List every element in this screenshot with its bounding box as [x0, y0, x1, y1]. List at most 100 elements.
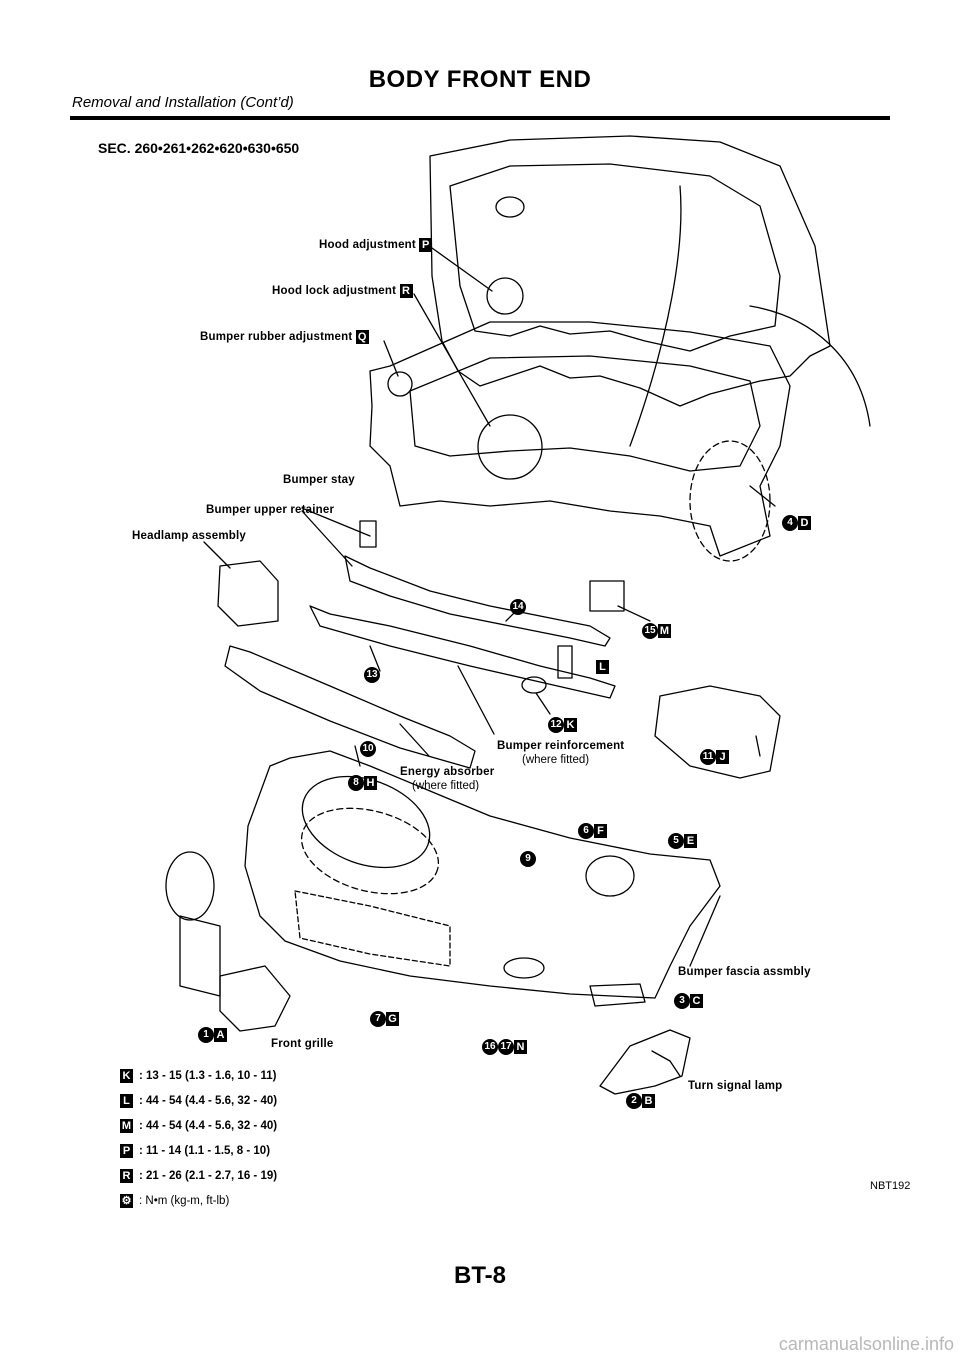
letter-code-badge: Q [355, 330, 369, 344]
letter-code-badge: M [658, 623, 671, 638]
bumper-stay-part [359, 520, 377, 548]
hood-stay-rod [629, 185, 682, 447]
torque-value: : 11 - 14 (1.1 - 1.5, 8 - 10) [139, 1145, 271, 1158]
callout-number: 7 [370, 1010, 386, 1027]
letter-code-badge: J [716, 749, 729, 764]
torque-value: : 13 - 15 (1.3 - 1.6, 10 - 11) [139, 1070, 277, 1083]
leader-line [369, 645, 381, 672]
hood-inner [449, 163, 781, 352]
page-title: BODY FRONT END [368, 66, 592, 93]
fog-grille-highlight [300, 807, 440, 895]
page-number: BT-8 [453, 1262, 506, 1289]
leader-line [413, 293, 491, 427]
label-hood-adjustment: Hood adjustment P [319, 238, 433, 252]
leader-line [689, 895, 721, 967]
torque-spec-row: R: 21 - 26 (2.1 - 2.7, 16 - 19) [120, 1169, 277, 1183]
letter-code-badge: B [642, 1093, 655, 1108]
torque-value: : 21 - 26 (2.1 - 2.7, 16 - 19) [139, 1170, 278, 1183]
letter-code-badge: G [386, 1011, 399, 1026]
units-text: : N•m (kg-m, ft-lb) [139, 1195, 230, 1208]
torque-spec-row: K: 13 - 15 (1.3 - 1.6, 10 - 11) [120, 1069, 276, 1083]
hood-hinge-rubber [495, 196, 525, 218]
core-support-inner [409, 355, 761, 472]
leader-line [431, 247, 493, 292]
energy-absorber-bar [224, 645, 476, 769]
letter-code-badge: H [364, 775, 377, 790]
headlamp-left [217, 560, 279, 627]
bumper-reinforcement-bar [309, 605, 616, 699]
leader-line [749, 485, 776, 507]
callout-13: 13 [364, 666, 380, 684]
leader-line [669, 1060, 681, 1077]
callout-number: 15 [642, 622, 658, 639]
label-bumper-reinforcement: Bumper reinforcement [497, 740, 625, 752]
page-subtitle: Removal and Installation (Cont’d) [72, 94, 294, 111]
label-text: Hood lock adjustment [272, 285, 397, 298]
callout-number: 6 [578, 822, 594, 839]
callout-number: 4 [782, 514, 798, 531]
label-where-fitted: (where fitted) [522, 754, 590, 766]
callout-number: 14 [510, 598, 526, 615]
exploded-view-drawing [165, 135, 871, 1095]
label-text: Hood adjustment [319, 239, 416, 252]
label-where-fitted: (where fitted) [412, 780, 480, 792]
rubber-adjustment-highlight [387, 371, 413, 397]
leader-line [755, 735, 761, 757]
leader-line [203, 541, 231, 569]
callout-number: 11 [700, 748, 716, 765]
leader-line [354, 745, 361, 767]
letter-code-badge: F [594, 823, 607, 838]
letter-code-badge: N [514, 1039, 527, 1054]
headlamp-right [654, 685, 781, 779]
header-rule [70, 116, 890, 120]
label-bumper-fascia: Bumper fascia assmbly [678, 966, 811, 978]
letter-code-badge: E [684, 833, 697, 848]
grille-clip-left [165, 851, 215, 921]
footer-url[interactable]: carmanualsonline.info [778, 1334, 954, 1354]
fascia-lower-opening [294, 890, 451, 967]
callout-9: 9 [520, 850, 536, 868]
torque-spec-row: M: 44 - 54 (4.4 - 5.6, 32 - 40) [120, 1119, 277, 1133]
core-support [369, 321, 791, 557]
section-code: SEC. 260•261•262•620•630•650 [98, 140, 300, 156]
leader-line [399, 723, 430, 757]
torque-units-legend: ⚙ : N•m (kg-m, ft-lb) [120, 1194, 229, 1208]
side-marker-outline [585, 855, 635, 897]
upper-retainer [344, 555, 611, 647]
callout-number: 5 [668, 832, 684, 849]
bumper-fascia [244, 750, 721, 999]
wrench-icon: ⚙ [120, 1194, 133, 1208]
callout-number: 10 [360, 740, 376, 757]
letter-code-badge: R [399, 284, 413, 298]
callout-number: 16 [482, 1038, 498, 1055]
leader-line [617, 605, 651, 622]
bracket-part [589, 580, 625, 612]
leader-line [457, 665, 495, 735]
leader-line [301, 510, 353, 567]
letter-code-badge: D [798, 515, 811, 530]
callout-number: 9 [520, 850, 536, 867]
torque-value: : 44 - 54 (4.4 - 5.6, 32 - 40) [139, 1120, 278, 1133]
leader-line [651, 1050, 671, 1062]
callout-number: 8 [348, 774, 364, 791]
clip-part [557, 645, 573, 679]
label-front-grille: Front grille [271, 1038, 334, 1050]
torque-spec-row: L: 44 - 54 (4.4 - 5.6, 32 - 40) [120, 1094, 277, 1108]
callout-number: 2 [626, 1092, 642, 1109]
callout-number: 1 [198, 1026, 214, 1043]
leader-line [535, 692, 551, 715]
label-bumper-upper-retainer: Bumper upper retainer [206, 504, 335, 516]
fender-outline [749, 305, 871, 427]
label-bumper-stay: Bumper stay [283, 474, 355, 486]
